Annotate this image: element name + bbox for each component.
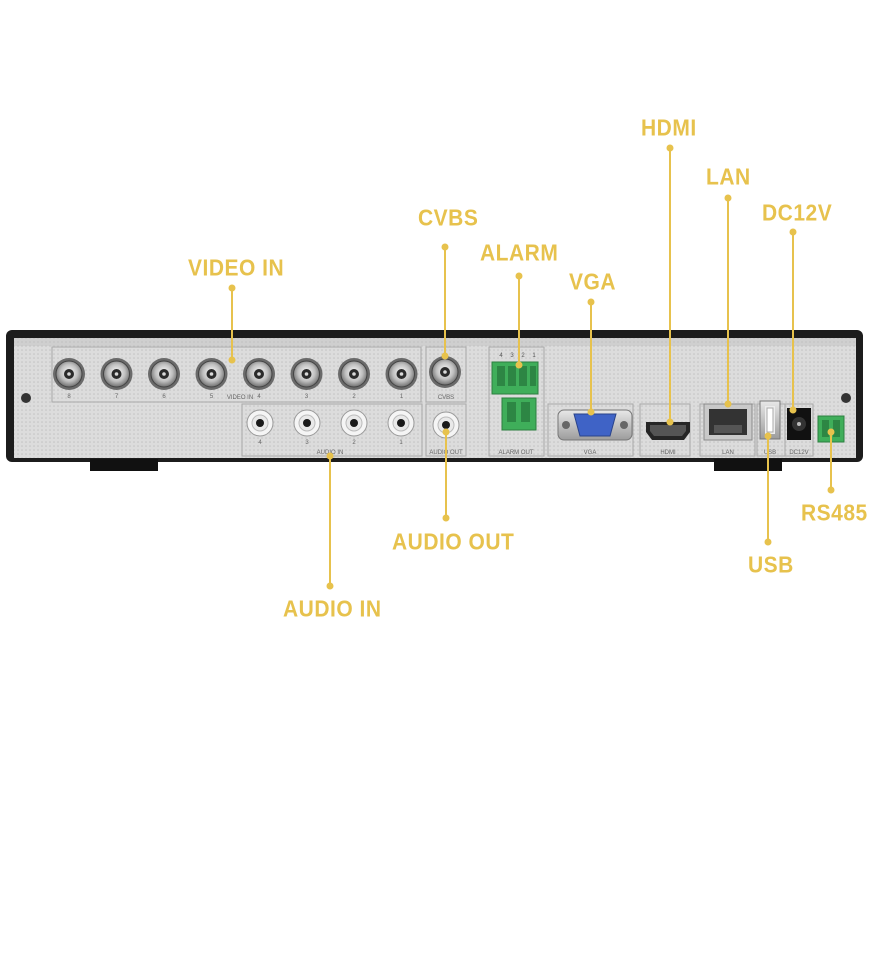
audio-out-rca-jack[interactable] xyxy=(432,411,460,439)
audio-in-rca-group: 4 3 2 1 xyxy=(246,409,415,446)
alarm-in-number: 1 xyxy=(532,353,536,359)
panel-label-lan: LAN xyxy=(722,450,734,456)
video-in-bnc-connector-4[interactable] xyxy=(243,358,275,390)
callout-vga: VGA xyxy=(569,269,617,296)
audio-in-rca-jack-1[interactable] xyxy=(387,409,415,437)
video-in-bnc-connector-3[interactable] xyxy=(290,358,323,390)
video-in-bnc-connector-2[interactable] xyxy=(338,358,370,390)
panel-label-hdmi: HDMI xyxy=(660,450,676,456)
callout-lan: LAN xyxy=(706,164,751,191)
video-in-number: 8 xyxy=(67,394,71,400)
video-in-bnc-connector-7[interactable] xyxy=(100,358,133,390)
callout-leader-lines xyxy=(228,144,835,590)
alarm-in-number: 3 xyxy=(510,353,514,359)
usb-port[interactable] xyxy=(759,400,781,440)
screw-icon xyxy=(841,393,851,403)
video-in-bnc-connector-5[interactable] xyxy=(195,358,228,390)
video-in-number: 3 xyxy=(305,394,309,400)
audio-in-rca-jack-4[interactable] xyxy=(246,409,274,437)
video-in-number: 1 xyxy=(400,394,404,400)
audio-in-rca-jack-2[interactable] xyxy=(340,409,368,437)
alarm-out-terminal-block[interactable] xyxy=(501,397,537,431)
panel-label-vga: VGA xyxy=(584,450,597,456)
vga-port[interactable] xyxy=(557,409,633,441)
video-in-bnc-group: 8 7 6 5 4 3 2 1 xyxy=(53,358,418,400)
video-in-number: 5 xyxy=(210,394,214,400)
lan-port[interactable] xyxy=(703,403,753,441)
video-in-bnc-connector-8[interactable] xyxy=(53,358,85,390)
video-in-number: 7 xyxy=(115,394,119,400)
video-in-number: 4 xyxy=(257,394,261,400)
audio-in-number: 2 xyxy=(352,440,356,446)
audio-in-number: 3 xyxy=(305,440,309,446)
panel-label-dc12v: DC12V xyxy=(789,450,808,456)
callout-hdmi: HDMI xyxy=(641,115,697,142)
alarm-in-numbers: 4 3 2 1 xyxy=(499,353,536,359)
video-in-bnc-connector-6[interactable] xyxy=(148,358,180,390)
video-in-bnc-connector-1[interactable] xyxy=(385,358,418,390)
callout-usb: USB xyxy=(748,552,794,579)
audio-in-number: 4 xyxy=(258,440,262,446)
callout-video-in: VIDEO IN xyxy=(188,255,285,282)
callout-audio-out: AUDIO OUT xyxy=(392,529,515,556)
callout-alarm: ALARM xyxy=(480,240,559,267)
panel-label-usb: USB xyxy=(764,450,776,456)
callout-cvbs: CVBS xyxy=(418,205,479,232)
callout-dc12v: DC12V xyxy=(762,200,833,227)
video-in-number: 6 xyxy=(162,394,166,400)
video-in-number: 2 xyxy=(352,394,356,400)
panel-label-cvbs: CVBS xyxy=(438,395,454,401)
panel-label-alarm-out: ALARM OUT xyxy=(498,450,533,456)
screw-icon xyxy=(21,393,31,403)
audio-in-number: 1 xyxy=(399,440,403,446)
callout-audio-in: AUDIO IN xyxy=(283,596,382,623)
callout-rs485: RS485 xyxy=(801,500,868,527)
cvbs-bnc-connector[interactable] xyxy=(429,356,461,388)
alarm-in-number: 2 xyxy=(521,353,525,359)
alarm-in-terminal-block[interactable] xyxy=(491,361,539,395)
panel-label-video-in: VIDEO IN xyxy=(227,395,253,401)
alarm-in-number: 4 xyxy=(499,353,503,359)
hdmi-port[interactable] xyxy=(646,422,690,440)
dc12v-power-jack[interactable] xyxy=(787,408,811,440)
audio-in-rca-jack-3[interactable] xyxy=(293,409,321,437)
